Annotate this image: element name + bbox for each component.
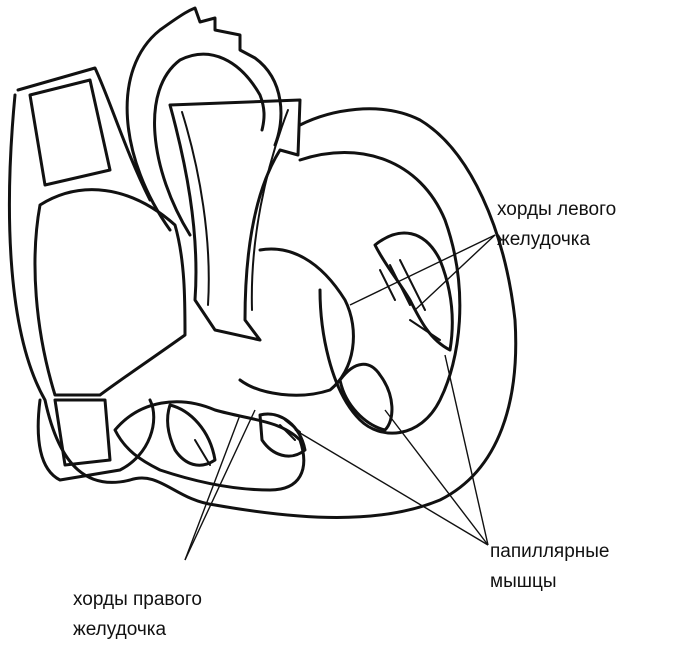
label-left-chordae-line1: хорды левого: [497, 199, 617, 220]
label-left-chordae: хорды левого желудочка: [497, 195, 616, 255]
right-ventricle: [113, 400, 306, 492]
pointer-papillary-1: [294, 429, 489, 546]
pointer-papillary-3: [444, 354, 489, 546]
label-right-chordae-line2: желудочка: [73, 619, 167, 640]
pointer-papillary-2: [384, 409, 489, 546]
pointer-right-chordae-2: [184, 409, 256, 561]
tricuspid-leaflet: [166, 403, 217, 467]
heart-outer-wall: [7, 93, 518, 519]
label-papillary-line2: мышцы: [490, 571, 557, 592]
pointer-left-chordae-1: [349, 234, 496, 306]
label-papillary: папиллярные мышцы: [490, 537, 610, 597]
left-ventricle: [298, 151, 462, 435]
label-left-chordae-line2: желудочка: [497, 229, 591, 250]
label-right-chordae-line1: хорды правого: [73, 589, 202, 610]
label-papillary-line1: папиллярные: [490, 541, 610, 562]
inferior-vena-cava: [53, 398, 112, 467]
aortic-arch: [125, 6, 283, 232]
chordae-left-strands: [379, 259, 441, 341]
aortic-arch-inner: [153, 52, 266, 237]
right-papillary-muscle: [258, 412, 307, 458]
pointer-left-chordae-2: [414, 234, 496, 311]
pointer-right-chordae-1: [184, 414, 241, 561]
superior-vena-cava: [28, 78, 112, 187]
mitral-leaflet: [373, 231, 454, 352]
septum: [238, 247, 355, 397]
chordae-right-strands: [194, 419, 301, 466]
label-right-chordae: хорды правого желудочка: [73, 585, 202, 645]
svc-outer: [16, 66, 152, 202]
pulmonary-inner: [181, 109, 289, 311]
ivc-outer: [36, 398, 156, 482]
right-atrium: [33, 188, 187, 397]
left-papillary-muscle: [338, 362, 394, 432]
